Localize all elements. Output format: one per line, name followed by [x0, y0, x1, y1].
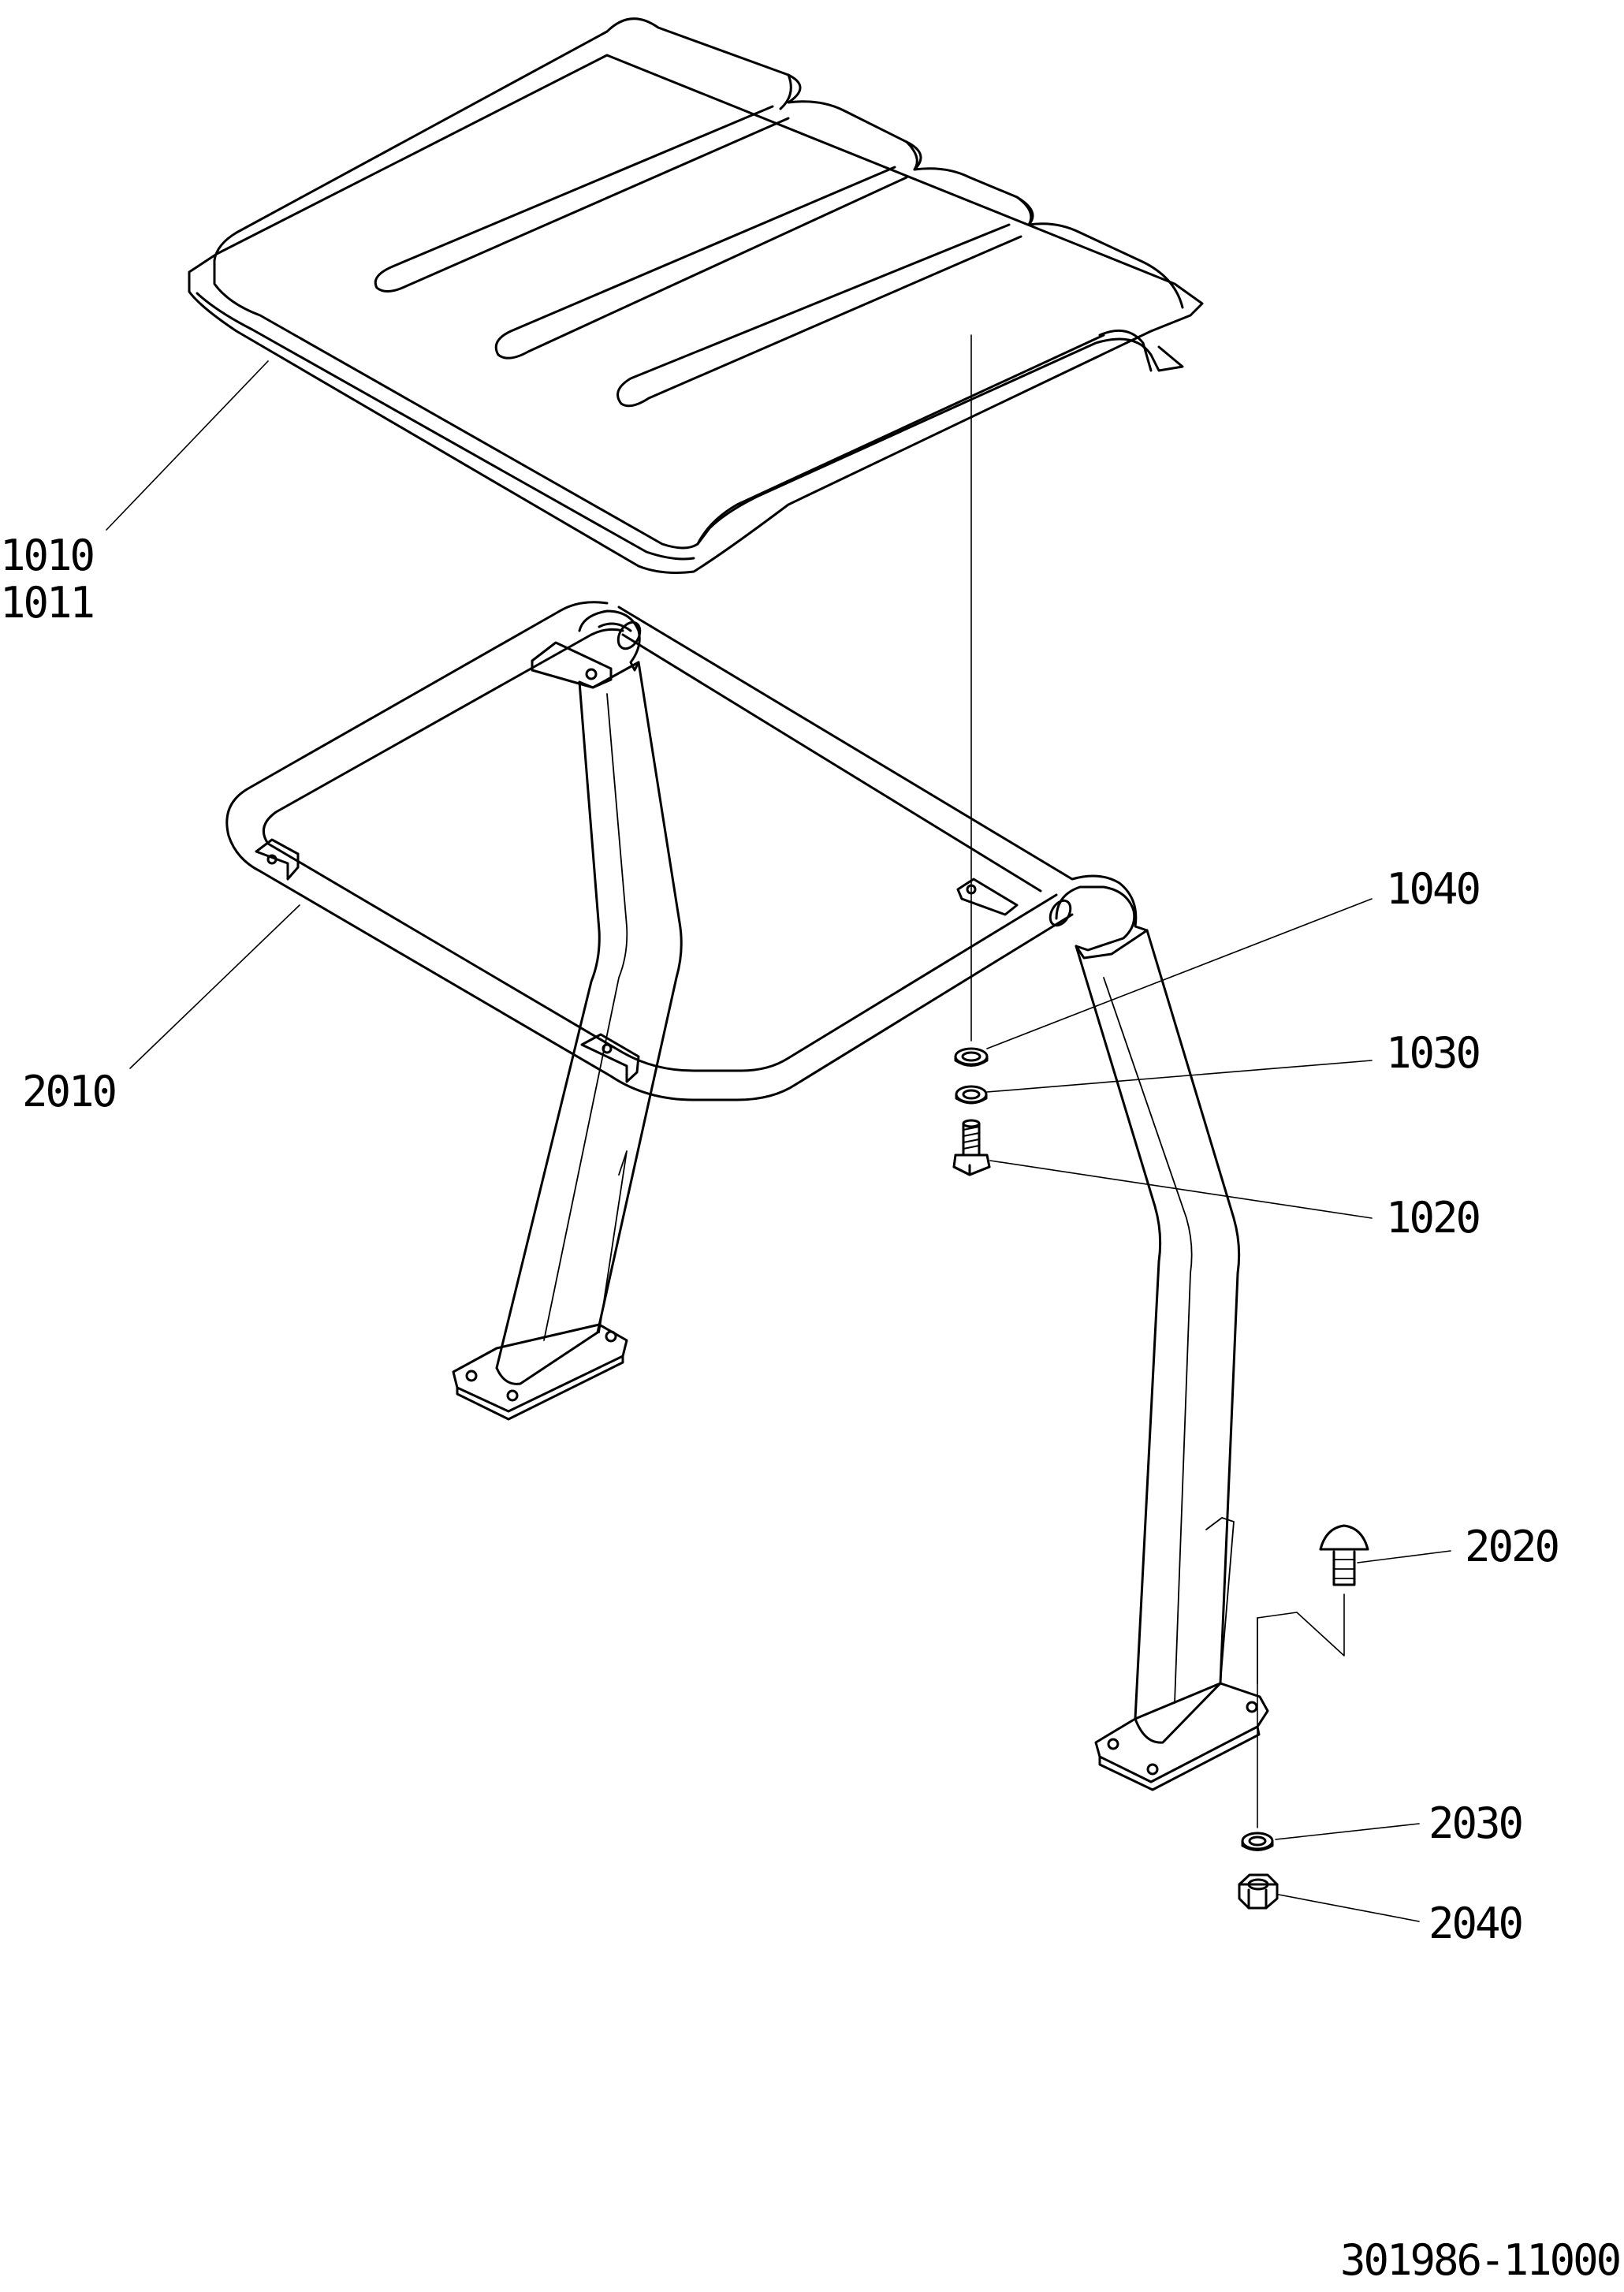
canopy-frame: [225, 601, 1269, 1791]
part-label-bolt-top: 1020: [1386, 1193, 1481, 1243]
leader-spring-washer-top: [986, 1060, 1373, 1093]
bolt-base: [1319, 1524, 1369, 1586]
part-label-canopy-alt: 1011: [0, 578, 95, 628]
assembly-axis-base: [1257, 1593, 1345, 1657]
canopy-roof: [188, 17, 1204, 574]
part-label-nut-base: 2040: [1428, 1899, 1524, 1948]
part-label-frame: 2010: [22, 1067, 117, 1116]
leader-nut-base: [1278, 1894, 1420, 1922]
leader-frame: [129, 904, 300, 1069]
washer-top: [954, 1047, 989, 1067]
spring-washer-top: [955, 1085, 988, 1105]
part-label-bolt-base: 2020: [1465, 1522, 1560, 1571]
leader-bolt-base: [1357, 1550, 1451, 1563]
nut-base: [1238, 1873, 1279, 1910]
leader-bolt-top: [989, 1160, 1373, 1219]
leader-washer-top: [986, 898, 1373, 1049]
bolt-top: [952, 1119, 991, 1176]
leader-spring-washer-base: [1275, 1823, 1420, 1840]
leader-canopy: [106, 360, 269, 531]
drawing-number: 301986-11000: [1340, 2235, 1622, 2285]
part-label-spring-washer-top: 1030: [1386, 1028, 1481, 1078]
part-label-washer-top: 1040: [1386, 864, 1481, 914]
part-label-spring-washer-base: 2030: [1428, 1798, 1524, 1848]
part-label-canopy: 1010: [0, 531, 95, 580]
spring-washer-base: [1241, 1832, 1274, 1851]
